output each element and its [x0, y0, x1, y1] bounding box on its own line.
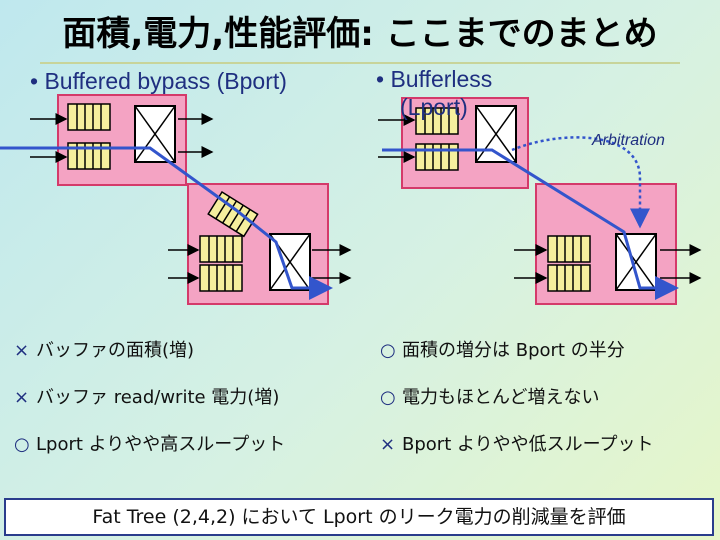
cmp-right-1: ○面積の増分は Bport の半分 — [380, 340, 625, 361]
page-title: 面積,電力,性能評価: ここまでのまとめ — [62, 14, 658, 54]
bullet-bport: • Buffered bypass (Bport) — [30, 68, 287, 94]
router-bport-bottom — [168, 183, 352, 305]
cross-icon: × — [14, 387, 30, 408]
circle-icon: ○ — [14, 434, 30, 455]
bullet-lport-sub: (Lport) — [400, 94, 468, 120]
circle-icon: ○ — [380, 387, 396, 408]
cmp-right-2: ○電力もほとんど増えない — [380, 387, 600, 408]
cross-icon: × — [14, 340, 30, 361]
router-bport-top — [30, 94, 214, 186]
router-lport-top — [378, 97, 529, 189]
lport-path — [382, 148, 679, 300]
router-diagram — [0, 94, 702, 305]
cmp-left-2: ×バッファ read/write 電力(増) — [14, 387, 280, 408]
title-divider — [40, 62, 680, 64]
cmp-right-3: ×Bport よりやや低スループット — [380, 434, 654, 455]
router-lport-bottom — [514, 183, 702, 305]
cmp-left-3: ○Lport よりやや高スループット — [14, 434, 286, 455]
circle-icon: ○ — [380, 340, 396, 361]
bport-path — [0, 146, 333, 300]
arbitration-label: Arbitration — [592, 132, 665, 149]
summary-box: Fat Tree (2,4,2) において Lport のリーク電力の削減量を評… — [4, 498, 714, 536]
bullet-lport: • Bufferless — [376, 66, 493, 92]
cross-icon: × — [380, 434, 396, 455]
cmp-left-1: ×バッファの面積(増) — [14, 340, 195, 361]
